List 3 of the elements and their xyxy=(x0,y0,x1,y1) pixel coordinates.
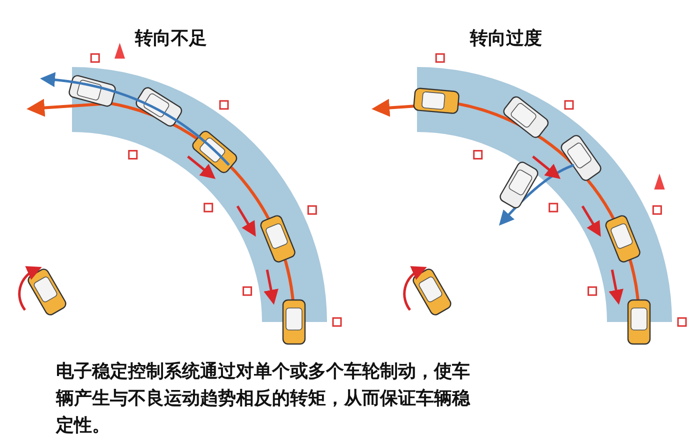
panel-heading: 转向过度 xyxy=(470,27,542,50)
caption-text: 电子稳定控制系统通过对单个或多个车轮制动，使车辆产生与不良运动趋势相反的转矩，从而保证车辆稳定性。 xyxy=(56,360,472,438)
panel-heading: 转向不足 xyxy=(135,27,207,50)
